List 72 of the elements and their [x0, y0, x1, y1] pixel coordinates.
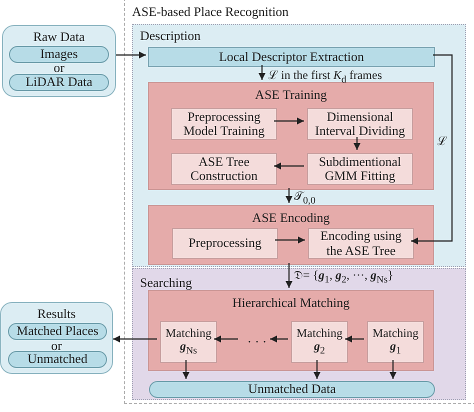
arrow: [411, 54, 453, 244]
arrow: [274, 118, 304, 124]
node-text: Unmatched: [28, 352, 88, 367]
process-box: [148, 47, 435, 67]
panel-title: Description: [140, 28, 201, 44]
node-text: Preprocessing: [188, 236, 262, 251]
process-box: [307, 108, 413, 140]
node-text: Unmatched Data: [248, 382, 336, 397]
process-box: [160, 321, 217, 363]
data-pill: [8, 323, 107, 340]
node-text: Matching: [166, 327, 212, 340]
panel: [124, 0, 474, 404]
process-box: [367, 321, 424, 363]
node-text: Images: [40, 47, 78, 62]
node-text: Encoding using the ASE Tree: [319, 229, 403, 258]
edge-label: ℒ in the first K$_{d}$ frames: [268, 67, 382, 86]
arrow: [354, 137, 360, 150]
panel-title: ASE Encoding: [252, 210, 330, 226]
node-text: Matching: [372, 327, 418, 340]
node-text: g$_{Ns}$: [180, 340, 198, 357]
arrow: [258, 65, 266, 80]
process-box: [291, 321, 348, 363]
node-text: ASE Tree Construction: [189, 154, 259, 184]
arrow: [116, 52, 146, 58]
arrow: [182, 360, 190, 379]
arrow: [274, 162, 304, 170]
node-text: Matching: [296, 327, 342, 340]
arrow: [345, 336, 364, 342]
process-box: [172, 228, 278, 259]
node-text: Subdimentional GMM Fitting: [318, 154, 402, 184]
output-group: [0, 302, 113, 374]
process-box: [171, 153, 277, 185]
group-box: [148, 205, 434, 265]
node-text: g$_{1}$: [390, 340, 401, 357]
panel-title: ASE Training: [255, 87, 327, 103]
edge-label: 𝒯$_{0,0}$: [294, 189, 316, 206]
node-text: LiDAR Data: [26, 75, 92, 90]
node-text: g$_{2}$: [314, 340, 325, 357]
edge-label: 𝔇= {g$_{1}$, g$_{2}$, ···, g$_{Ns}$}: [294, 268, 394, 286]
data-pill: [9, 46, 109, 63]
arrow: [113, 336, 157, 342]
process-box: [308, 228, 414, 259]
panel-title: Results: [37, 306, 76, 322]
node-text: Preprocessing Model Training: [182, 110, 266, 138]
process-box: [171, 108, 277, 140]
panel-title: Hierarchical Matching: [232, 295, 350, 311]
edge-label: ℒ: [437, 133, 447, 149]
panel-title: Searching: [140, 275, 192, 291]
data-pill: [149, 381, 435, 398]
panel: [132, 24, 466, 267]
arrow: [275, 236, 305, 244]
connector-word: or: [54, 60, 64, 76]
arrow: [286, 263, 292, 288]
node-text: Matched Places: [16, 324, 98, 339]
arrow: [214, 336, 238, 342]
data-pill: [8, 351, 107, 368]
panel: [132, 268, 466, 400]
input-group: [2, 25, 116, 97]
group-box: [148, 290, 434, 371]
group-box: [148, 82, 434, 190]
arrow: [286, 188, 292, 203]
node-text: Local Descriptor Extraction: [218, 50, 364, 64]
process-box: [307, 153, 413, 185]
arrow: [270, 336, 288, 342]
panel-title: ASE-based Place Recognition: [132, 4, 289, 20]
node-text: Dimensional Interval Dividing: [314, 110, 406, 138]
arrow: [314, 360, 320, 379]
connector-word: or: [51, 338, 62, 354]
arrow: [390, 360, 396, 379]
panel-title: Raw Data: [33, 29, 85, 45]
node-text: · · ·: [247, 334, 267, 350]
data-pill: [9, 74, 109, 91]
